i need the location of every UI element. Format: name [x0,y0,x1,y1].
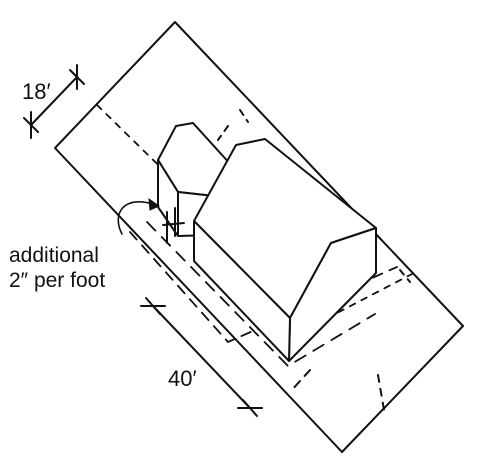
setback-length-label: 40′ [168,366,197,391]
rear-setback-line [146,221,376,367]
setback-dimension-line [152,305,251,409]
setback-line-tick-d [289,369,311,393]
lot-boundary [54,21,464,453]
side-setback-line [96,104,413,327]
lot-width-dimension-line [30,76,78,126]
note-line-2: 2″ per foot [9,269,105,292]
large-house-front-wall [193,220,291,362]
setback-line-tick-e [377,374,385,411]
note-line-1: additional [9,244,99,267]
setback-tick-bottom-b [242,399,258,417]
setback-line-tick-a [239,109,249,123]
setback-line-tick-b [217,125,229,141]
callout-arrow-head [148,197,161,211]
callout-arrow-line [117,201,154,235]
setback-line-tick-c [399,269,411,283]
lot-width-label: 18′ [22,79,51,104]
setback-tick-top-b [145,297,161,315]
